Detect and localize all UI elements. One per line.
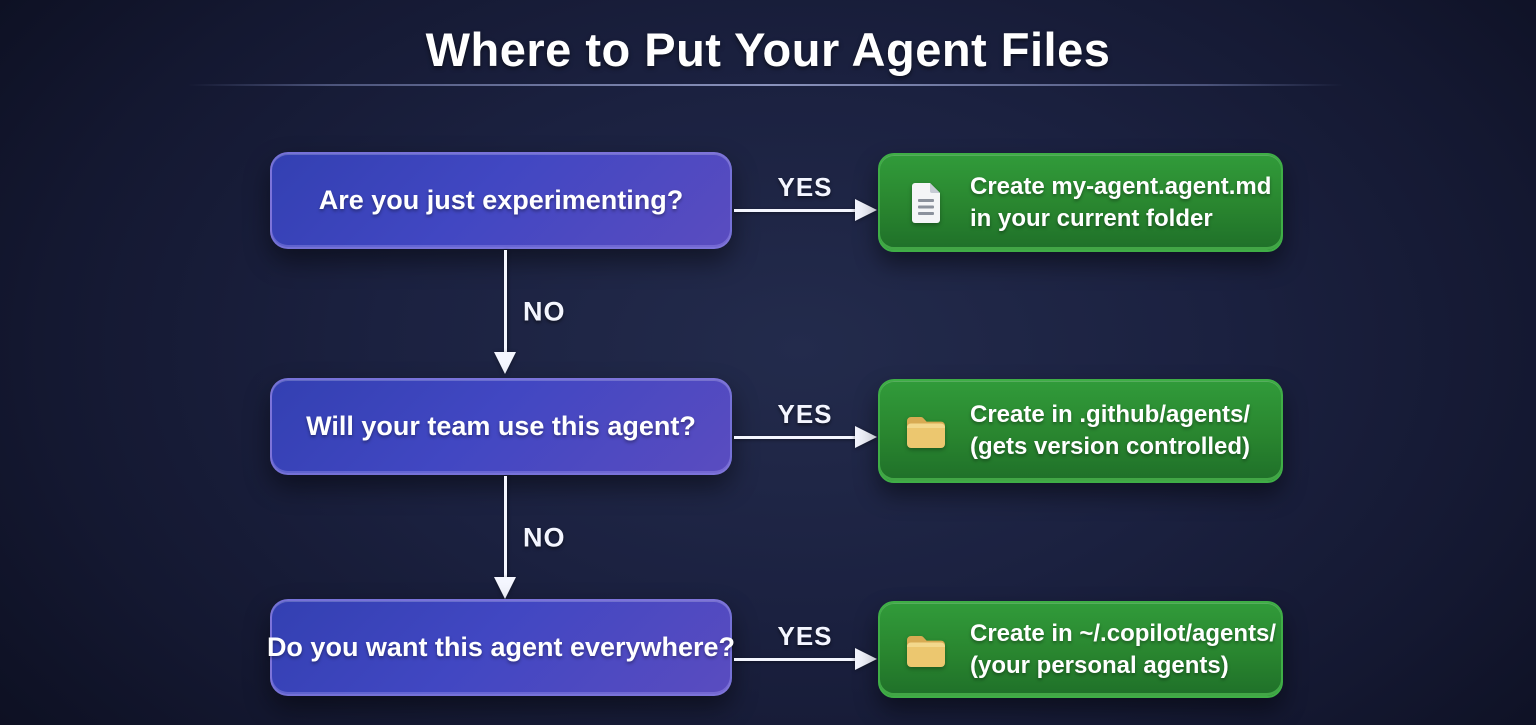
yes-label: YES (777, 621, 833, 651)
arrow-line (734, 199, 877, 221)
result-line-2: (your personal agents) (970, 651, 1229, 679)
question-text: Do you want this agent everywhere? (266, 632, 736, 662)
yes-arrow-2: YES (734, 399, 877, 448)
arrow-line (504, 250, 507, 354)
result-text: Create in ~/.copilot/agents/ (your perso… (970, 618, 1276, 682)
arrow-head-right-icon (855, 648, 877, 670)
result-line-1: Create in ~/.copilot/agents/ (970, 619, 1277, 647)
yes-label: YES (777, 172, 833, 202)
no-label: NO (523, 296, 566, 327)
question-box-experimenting: Are you just experimenting? (270, 152, 732, 249)
yes-arrow-1: YES (734, 172, 877, 221)
result-line-1: Create my-agent.agent.md (970, 172, 1272, 200)
arrow-line (734, 426, 877, 448)
folder-icon (907, 417, 945, 448)
arrow-head-right-icon (855, 199, 877, 221)
arrow-line (734, 648, 877, 670)
result-text: Create my-agent.agent.md in your current… (970, 171, 1271, 235)
arrow-head-down-icon (494, 577, 516, 599)
question-text: Are you just experimenting? (318, 185, 684, 215)
arrow-head-right-icon (855, 426, 877, 448)
question-text: Will your team use this agent? (306, 411, 696, 441)
result-box-copilot-agents: Create in ~/.copilot/agents/ (your perso… (878, 601, 1283, 698)
result-box-current-folder: Create my-agent.agent.md in your current… (878, 153, 1283, 252)
question-box-team-use: Will your team use this agent? (270, 378, 732, 475)
title-divider (188, 84, 1344, 86)
result-box-github-agents: Create in .github/agents/ (gets version … (878, 379, 1283, 483)
result-line-1: Create in .github/agents/ (970, 401, 1251, 429)
yes-arrow-3: YES (734, 621, 877, 670)
document-icon (912, 182, 940, 223)
page-title: Where to Put Your Agent Files (425, 23, 1111, 76)
arrow-line (504, 476, 507, 579)
folder-icon (907, 635, 945, 667)
result-line-2: (gets version controlled) (970, 433, 1251, 460)
question-box-agent-everywhere: Do you want this agent everywhere? (266, 599, 736, 696)
yes-label: YES (777, 399, 833, 429)
result-text: Create in .github/agents/ (gets version … (970, 399, 1250, 463)
no-label: NO (523, 522, 566, 552)
arrow-head-down-icon (494, 352, 516, 374)
result-line-2: in your current folder (970, 204, 1213, 232)
